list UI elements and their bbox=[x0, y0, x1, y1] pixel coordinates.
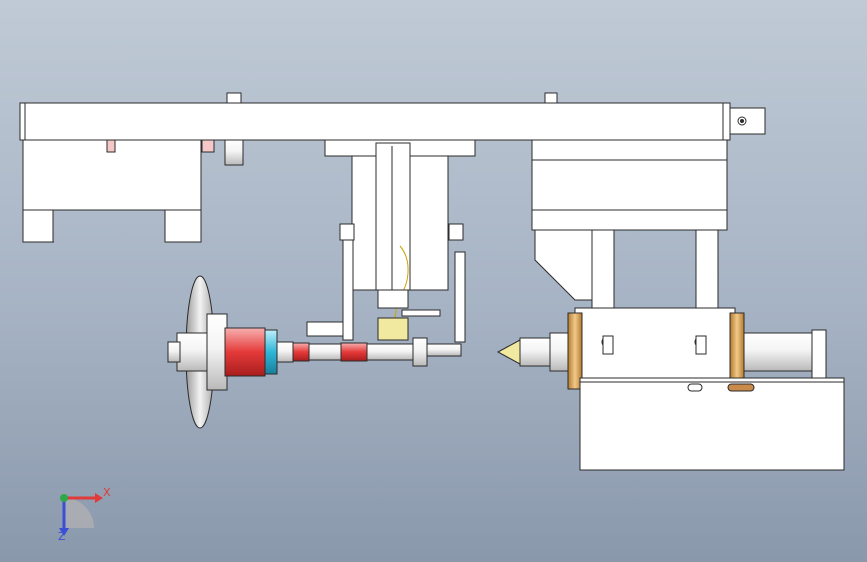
base-plate[interactable] bbox=[579, 377, 845, 471]
handwheel[interactable] bbox=[167, 275, 228, 429]
axis-x-label: X bbox=[103, 486, 111, 499]
center-carriage[interactable] bbox=[306, 139, 476, 343]
axis-z-label: Z bbox=[58, 530, 66, 543]
right-block[interactable] bbox=[531, 139, 736, 387]
left-cylinder-block[interactable] bbox=[22, 139, 244, 243]
tailstock-center[interactable] bbox=[496, 312, 827, 390]
top-frame-beam[interactable] bbox=[19, 92, 766, 141]
coordinate-triad bbox=[59, 493, 103, 536]
spindle-shaft[interactable] bbox=[224, 327, 462, 377]
